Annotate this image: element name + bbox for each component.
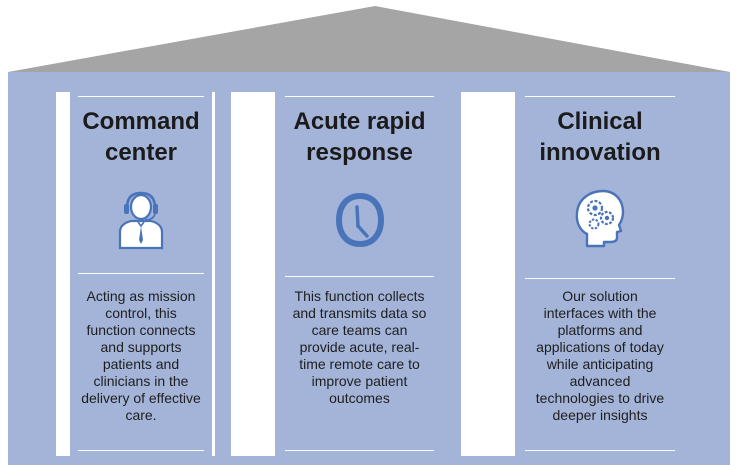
description-line: improve patient	[311, 373, 408, 389]
divider	[285, 276, 434, 277]
description-line: advanced	[569, 373, 631, 389]
column-description: Acting as mission control, this function…	[70, 288, 212, 424]
column-title: Command center	[70, 106, 212, 168]
divider	[525, 96, 675, 97]
divider	[285, 450, 434, 451]
column-title: Clinical innovation	[515, 106, 685, 168]
pillar-2	[444, 92, 461, 456]
description-line: deeper insights	[552, 407, 648, 423]
divider	[78, 273, 204, 274]
description-line: delivery of effective	[81, 390, 201, 406]
right-edge-pillar	[685, 92, 730, 456]
column-title-line-2: center	[104, 139, 178, 166]
column-title-line-2: response	[306, 139, 413, 166]
pillar-1	[215, 92, 231, 456]
column-title: Acute rapid response	[275, 106, 444, 168]
description-line: function connects	[86, 322, 196, 338]
description-line: Our solution	[562, 288, 638, 304]
head-gears-icon	[575, 189, 625, 248]
description-line: Acting as mission	[86, 288, 196, 304]
description-line: control, this	[105, 305, 177, 321]
description-line: platforms and	[557, 322, 643, 338]
divider	[78, 450, 204, 451]
column-description: This function collects and transmits dat…	[275, 288, 444, 407]
description-line: interfaces with the	[543, 305, 657, 321]
divider	[525, 450, 675, 451]
divider	[285, 96, 434, 97]
base-step	[8, 456, 730, 465]
left-edge-pillar	[8, 92, 56, 456]
roof	[8, 6, 730, 72]
description-line: clinicians in the	[93, 373, 189, 389]
column-title-line-1: Command	[82, 108, 200, 135]
column-title-line-1: Acute rapid	[293, 108, 426, 135]
description-line: and supports	[100, 339, 182, 355]
description-line: care.	[125, 407, 157, 423]
column-clinical-innovation: Clinical innovation Our solution interfa…	[515, 92, 685, 456]
description-line: while anticipating	[546, 356, 654, 372]
description-line: provide acute, real-	[299, 339, 420, 355]
divider	[78, 96, 204, 97]
description-line: This function collects	[294, 288, 425, 304]
headset-agent-icon	[118, 191, 164, 250]
clock-icon	[336, 192, 384, 248]
column-title-line-2: innovation	[539, 139, 661, 166]
column-acute-rapid-response: Acute rapid response This function colle…	[275, 92, 444, 456]
column-title-line-1: Clinical	[557, 108, 643, 135]
roof-beam	[8, 72, 730, 92]
column-command-center: Command center Acting as mission control…	[70, 92, 212, 456]
description-line: care teams can	[311, 322, 408, 338]
description-line: and transmits data so	[292, 305, 427, 321]
description-line: technologies to drive	[535, 390, 665, 406]
description-line: time remote care to	[299, 356, 420, 372]
description-line: outcomes	[329, 390, 390, 406]
divider	[525, 278, 675, 279]
description-line: patients and	[102, 356, 180, 372]
description-line: applications of today	[536, 339, 664, 355]
column-description: Our solution interfaces with the platfor…	[515, 288, 685, 424]
